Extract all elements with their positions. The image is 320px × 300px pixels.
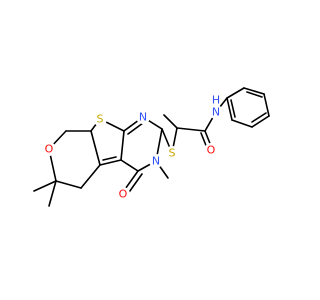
bond: [230, 99, 236, 118]
atom-bg: [136, 110, 150, 124]
atom-bg: [209, 105, 223, 119]
ring-carbonyl-oxygen-label: O: [119, 188, 128, 201]
methyl-nitrogen-label: N: [152, 155, 160, 168]
atom-bg: [165, 146, 179, 160]
bond: [226, 87, 245, 99]
amide-nitrogen-label: N: [212, 106, 220, 119]
bond: [251, 115, 270, 128]
atom-bg: [204, 143, 218, 157]
atom-bg: [116, 187, 130, 201]
bond: [163, 114, 178, 129]
bond: [246, 91, 263, 98]
bond: [80, 164, 101, 189]
bond: [226, 97, 233, 121]
atom-bg: [210, 94, 222, 106]
bond: [251, 112, 267, 123]
bond: [90, 130, 101, 166]
bond: [99, 159, 122, 166]
bond: [55, 180, 82, 189]
chemical-structure-diagram: O S N N O S O N H: [33, 87, 270, 207]
thioether-sulfur-label: S: [169, 147, 176, 160]
atom-bg: [42, 142, 56, 156]
bond: [120, 130, 125, 161]
amide-hydrogen-label: H: [212, 94, 220, 107]
bond: [263, 93, 270, 117]
atom-bg: [149, 154, 163, 168]
amide-oxygen-label: O: [207, 144, 216, 157]
bond: [231, 119, 253, 128]
bond: [48, 180, 57, 207]
bond: [120, 159, 139, 172]
bond: [243, 87, 265, 95]
bond: [33, 180, 57, 192]
pyrimidine-nitrogen-label: N: [139, 111, 147, 124]
bond: [102, 156, 117, 161]
atom-bg: [93, 112, 107, 126]
bond: [127, 122, 144, 135]
ring-oxygen-label: O: [45, 143, 54, 156]
bond: [176, 127, 206, 132]
thiophene-sulfur-label: S: [97, 113, 104, 126]
